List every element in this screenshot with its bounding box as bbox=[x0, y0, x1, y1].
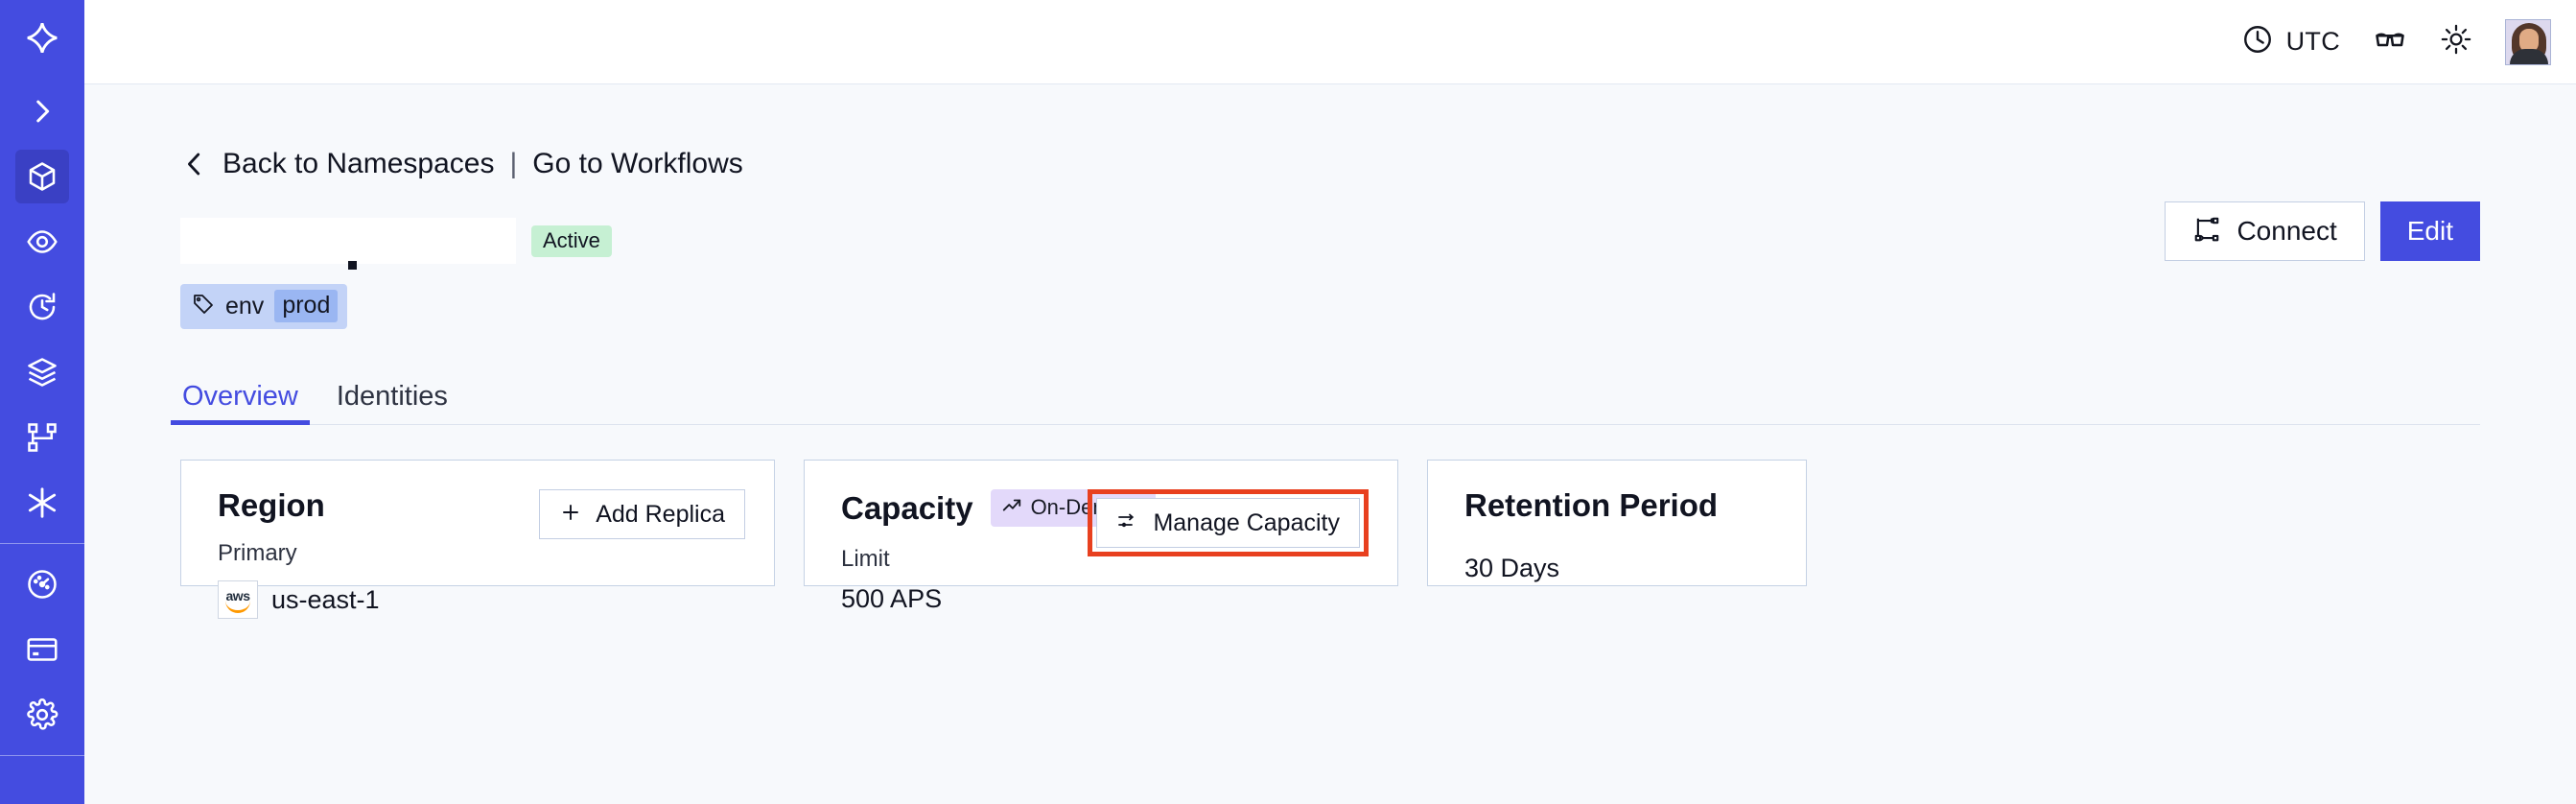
region-card-head: Region bbox=[218, 489, 741, 521]
sidebar-item-billing[interactable] bbox=[0, 617, 84, 682]
workflow-graph-icon bbox=[15, 411, 69, 464]
region-value: us-east-1 bbox=[271, 584, 380, 614]
accessibility-button[interactable] bbox=[2373, 22, 2407, 61]
namespace-name-descender bbox=[348, 261, 357, 270]
add-replica-action: Add Replica bbox=[539, 489, 745, 539]
breadcrumb-back-link[interactable]: Back to Namespaces bbox=[222, 148, 495, 179]
namespace-tabs: Overview Identities bbox=[171, 366, 2480, 425]
sidebar-item-usage[interactable] bbox=[0, 552, 84, 617]
gear-icon bbox=[15, 688, 69, 742]
history-clock-icon bbox=[15, 280, 69, 334]
sidebar-item-observability[interactable] bbox=[0, 209, 84, 274]
primary-sidebar bbox=[0, 0, 84, 804]
breadcrumb: Back to Namespaces | Go to Workflows bbox=[180, 84, 2480, 180]
namespace-title-row: Active Co bbox=[180, 201, 2480, 270]
chevron-left-icon[interactable] bbox=[180, 150, 209, 178]
avatar-face bbox=[2519, 28, 2539, 53]
asterisk-icon bbox=[15, 476, 69, 530]
tag-chip-env[interactable]: env prod bbox=[180, 284, 348, 329]
namespace-tags: env prod bbox=[180, 284, 2480, 329]
plus-icon bbox=[559, 501, 582, 529]
tag-value: prod bbox=[274, 290, 339, 322]
aws-smile bbox=[225, 603, 250, 613]
timezone-selector[interactable]: UTC bbox=[2241, 23, 2340, 60]
sidebar-divider-bottom bbox=[0, 755, 84, 756]
manage-capacity-label: Manage Capacity bbox=[1153, 508, 1340, 536]
region-primary-label: Primary bbox=[218, 540, 297, 566]
trending-up-icon bbox=[1001, 495, 1022, 520]
layers-icon bbox=[15, 345, 69, 399]
main-area: UTC bbox=[84, 0, 2576, 804]
temporal-logo-icon bbox=[15, 12, 69, 66]
breadcrumb-separator: | bbox=[509, 148, 518, 179]
overview-cards: Region Add Replica Primary bbox=[180, 460, 2480, 619]
add-replica-label: Add Replica bbox=[596, 500, 725, 528]
temporal-logo-button[interactable] bbox=[0, 0, 84, 79]
sidebar-divider bbox=[0, 543, 84, 544]
sidebar-item-settings[interactable] bbox=[0, 682, 84, 747]
namespace-header-actions: Connect Edit bbox=[2165, 201, 2480, 261]
tab-overview[interactable]: Overview bbox=[171, 383, 310, 425]
status-badge: Active bbox=[531, 225, 612, 257]
retention-value: 30 Days bbox=[1464, 554, 1560, 582]
capacity-value: 500 APS bbox=[841, 584, 943, 613]
manage-capacity-button[interactable]: Manage Capacity bbox=[1096, 498, 1360, 548]
manage-capacity-highlight: Manage Capacity bbox=[1088, 489, 1369, 556]
expand-sidebar-button[interactable] bbox=[0, 79, 84, 144]
tag-key: env bbox=[225, 292, 265, 319]
chevron-right-icon bbox=[15, 84, 69, 138]
tag-icon bbox=[192, 293, 215, 320]
sidebar-item-integrations[interactable] bbox=[0, 470, 84, 535]
capacity-card-title: Capacity bbox=[841, 490, 973, 526]
add-replica-button[interactable]: Add Replica bbox=[539, 489, 745, 539]
sidebar-item-history[interactable] bbox=[0, 274, 84, 340]
aws-wordmark: aws bbox=[225, 587, 250, 603]
sliders-icon bbox=[1116, 509, 1139, 537]
sun-icon bbox=[2440, 23, 2472, 60]
retention-card-head: Retention Period bbox=[1464, 489, 1773, 521]
namespace-name-redacted bbox=[180, 218, 516, 270]
capacity-limit-label: Limit bbox=[841, 546, 890, 572]
connect-button[interactable]: Connect bbox=[2165, 201, 2365, 261]
region-card: Region Add Replica Primary bbox=[180, 460, 775, 619]
retention-card-title: Retention Period bbox=[1464, 487, 1719, 523]
sidebar-item-namespaces[interactable] bbox=[0, 144, 84, 209]
tab-identities[interactable]: Identities bbox=[336, 381, 448, 412]
connect-flow-icon bbox=[2192, 215, 2221, 248]
avatar-body bbox=[2510, 48, 2548, 64]
clock-icon bbox=[2241, 23, 2274, 60]
credit-card-icon bbox=[15, 623, 69, 676]
capacity-card: Capacity On-Demand bbox=[804, 460, 1398, 612]
region-card-title: Region bbox=[218, 487, 325, 523]
manage-capacity-action: Manage Capacity bbox=[1088, 489, 1369, 556]
gauge-icon bbox=[15, 557, 69, 611]
top-bar: UTC bbox=[84, 0, 2576, 84]
connect-button-label: Connect bbox=[2236, 216, 2337, 246]
breadcrumb-workflows-link[interactable]: Go to Workflows bbox=[532, 148, 743, 179]
sidebar-item-layers[interactable] bbox=[0, 340, 84, 405]
glasses-icon bbox=[2373, 22, 2407, 61]
region-value-row: aws us-east-1 bbox=[218, 580, 741, 619]
avatar[interactable] bbox=[2505, 18, 2551, 65]
edit-button[interactable]: Edit bbox=[2379, 201, 2480, 261]
theme-toggle-button[interactable] bbox=[2440, 23, 2472, 60]
eye-icon bbox=[15, 215, 69, 269]
cube-icon bbox=[15, 150, 69, 203]
timezone-label: UTC bbox=[2285, 27, 2340, 56]
retention-card: Retention Period 30 Days bbox=[1427, 460, 1807, 586]
sidebar-item-workflows[interactable] bbox=[0, 405, 84, 470]
page-content: Back to Namespaces | Go to Workflows Act… bbox=[84, 84, 2576, 804]
aws-logo-icon: aws bbox=[218, 580, 258, 619]
